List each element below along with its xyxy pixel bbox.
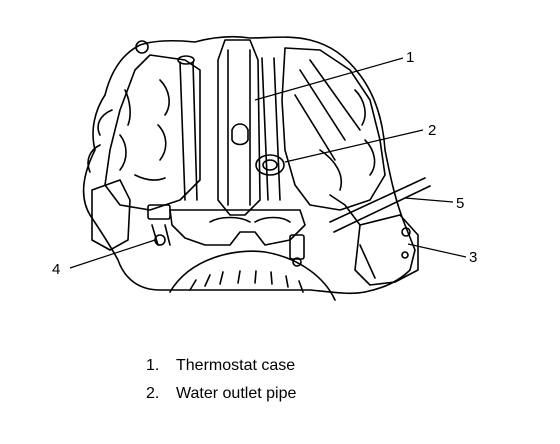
legend-number: 1. (146, 357, 160, 374)
leader-3 (407, 243, 467, 258)
engine-illustration (82, 35, 431, 301)
callout-1: 1 (406, 49, 414, 66)
water-outlet-shape (169, 209, 306, 246)
parts-legend: 1. Thermostat case 2. Water outlet pipe (146, 352, 446, 408)
legend-label: Water outlet pipe (176, 385, 297, 402)
intake-spine (217, 39, 261, 216)
leader-5 (404, 197, 454, 203)
legend-item: 1. Thermostat case (146, 352, 446, 380)
callout-leaders (69, 57, 467, 269)
callout-3: 3 (469, 249, 477, 266)
legend-label: Thermostat case (176, 357, 296, 374)
left-head (104, 54, 201, 211)
right-head (281, 47, 386, 211)
crank-pulley (169, 250, 336, 301)
leader-4 (69, 239, 156, 269)
callout-2: 2 (428, 122, 436, 139)
callout-5: 5 (456, 195, 464, 212)
thermostat-case-shape (255, 154, 285, 176)
legend-number: 2. (146, 385, 160, 402)
leader-1 (254, 57, 404, 101)
leader-2 (284, 129, 424, 163)
callout-numbers: 1 2 3 4 5 (52, 49, 477, 278)
legend-item: 2. Water outlet pipe (146, 380, 446, 408)
callout-4: 4 (52, 261, 60, 278)
